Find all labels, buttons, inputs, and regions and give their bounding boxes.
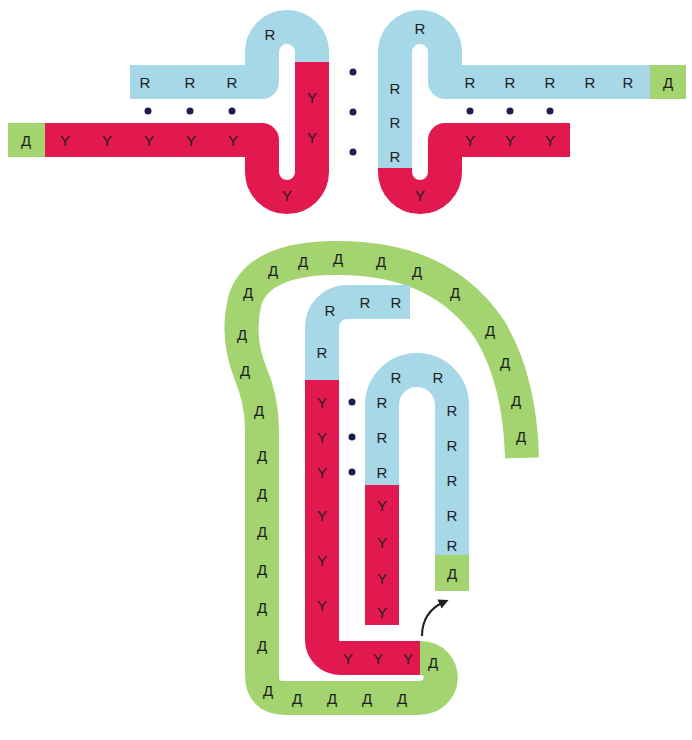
base-letter: Д bbox=[21, 133, 31, 148]
flanking-end bbox=[8, 123, 45, 157]
base-letter: R bbox=[317, 345, 328, 360]
base-letter: Д bbox=[450, 285, 460, 300]
base-letter: Д bbox=[257, 638, 267, 653]
base-letter: Д bbox=[298, 254, 308, 269]
base-letter: Д bbox=[327, 691, 337, 706]
base-letter: Y bbox=[317, 508, 327, 523]
base-letter: Д bbox=[263, 683, 273, 698]
base-letter: Д bbox=[485, 323, 495, 338]
base-letter: Д bbox=[397, 691, 407, 706]
base-letter: R bbox=[447, 538, 458, 553]
base-letter: R bbox=[465, 75, 476, 90]
base-letter: Y bbox=[377, 605, 387, 620]
base-letter: R bbox=[325, 303, 336, 318]
base-letter: Д bbox=[516, 429, 526, 444]
base-letter: R bbox=[390, 149, 401, 164]
base-letter: Y bbox=[465, 133, 475, 148]
base-letter: Д bbox=[663, 75, 673, 90]
base-letter: Д bbox=[257, 600, 267, 615]
base-letter: Y bbox=[317, 598, 327, 613]
base-letter: R bbox=[391, 295, 402, 310]
base-letter: Д bbox=[362, 691, 372, 706]
base-letter: Д bbox=[412, 264, 422, 279]
base-letter: Д bbox=[240, 363, 250, 378]
hydrogen-bond-dots bbox=[145, 69, 554, 476]
base-letter: R bbox=[415, 21, 426, 36]
base-letter: R bbox=[360, 295, 371, 310]
base-letter: R bbox=[227, 75, 238, 90]
base-letter: Y bbox=[403, 651, 413, 666]
base-letter: R bbox=[185, 75, 196, 90]
base-letter: R bbox=[447, 508, 458, 523]
base-letter: Д bbox=[333, 251, 343, 266]
base-letter: Д bbox=[237, 327, 247, 342]
base-letter: R bbox=[265, 27, 276, 42]
base-letter: Y bbox=[228, 133, 238, 148]
base-letter: Д bbox=[447, 566, 457, 581]
base-letter: Y bbox=[144, 133, 154, 148]
base-letter: Д bbox=[257, 562, 267, 577]
flanking-strand bbox=[241, 258, 522, 698]
flanking-end bbox=[650, 65, 686, 99]
base-letter: Y bbox=[60, 133, 70, 148]
base-letter: Д bbox=[428, 655, 438, 670]
base-letter: Y bbox=[373, 651, 383, 666]
flanking-end bbox=[435, 555, 469, 591]
base-letter: Y bbox=[317, 465, 327, 480]
base-letter: R bbox=[391, 370, 402, 385]
base-letter: Д bbox=[254, 403, 264, 418]
base-letter: Y bbox=[317, 430, 327, 445]
base-letter: Д bbox=[500, 355, 510, 370]
base-letter: Y bbox=[377, 498, 387, 513]
base-letter: Д bbox=[243, 285, 253, 300]
base-letter: Д bbox=[292, 691, 302, 706]
base-letter: Y bbox=[377, 571, 387, 586]
base-letter: R bbox=[545, 75, 556, 90]
base-letter: R bbox=[377, 430, 388, 445]
purine-strand bbox=[130, 27, 312, 82]
base-letter: Y bbox=[307, 130, 317, 145]
base-letter: Д bbox=[268, 263, 278, 278]
base-letter: R bbox=[390, 115, 401, 130]
base-letter: Y bbox=[102, 133, 112, 148]
curved-arrow bbox=[422, 602, 444, 636]
base-letter: R bbox=[505, 75, 516, 90]
base-letter: R bbox=[447, 473, 458, 488]
base-letter: R bbox=[433, 370, 444, 385]
base-letter: R bbox=[140, 75, 151, 90]
base-letter: R bbox=[623, 75, 634, 90]
base-letter: Y bbox=[545, 133, 555, 148]
base-letter: Y bbox=[505, 133, 515, 148]
base-letter: Y bbox=[186, 133, 196, 148]
pyrimidine-strand bbox=[45, 62, 312, 197]
base-letter: Y bbox=[343, 651, 353, 666]
base-letter: R bbox=[585, 75, 596, 90]
base-letter: R bbox=[390, 81, 401, 96]
base-letter: R bbox=[447, 403, 458, 418]
base-letter: Y bbox=[307, 90, 317, 105]
base-letter: Y bbox=[317, 395, 327, 410]
base-letter: R bbox=[377, 395, 388, 410]
base-letter: Д bbox=[376, 254, 386, 269]
base-letter: Y bbox=[282, 188, 292, 203]
base-letter: Y bbox=[317, 553, 327, 568]
base-letter: Д bbox=[257, 486, 267, 501]
base-letter: Д bbox=[511, 393, 521, 408]
base-letter: Y bbox=[377, 535, 387, 550]
base-letter: R bbox=[377, 465, 388, 480]
base-letter: Д bbox=[257, 524, 267, 539]
base-letter: Y bbox=[415, 188, 425, 203]
pyrimidine-strand bbox=[365, 485, 399, 625]
base-letter: Д bbox=[257, 448, 267, 463]
base-letter: R bbox=[447, 438, 458, 453]
